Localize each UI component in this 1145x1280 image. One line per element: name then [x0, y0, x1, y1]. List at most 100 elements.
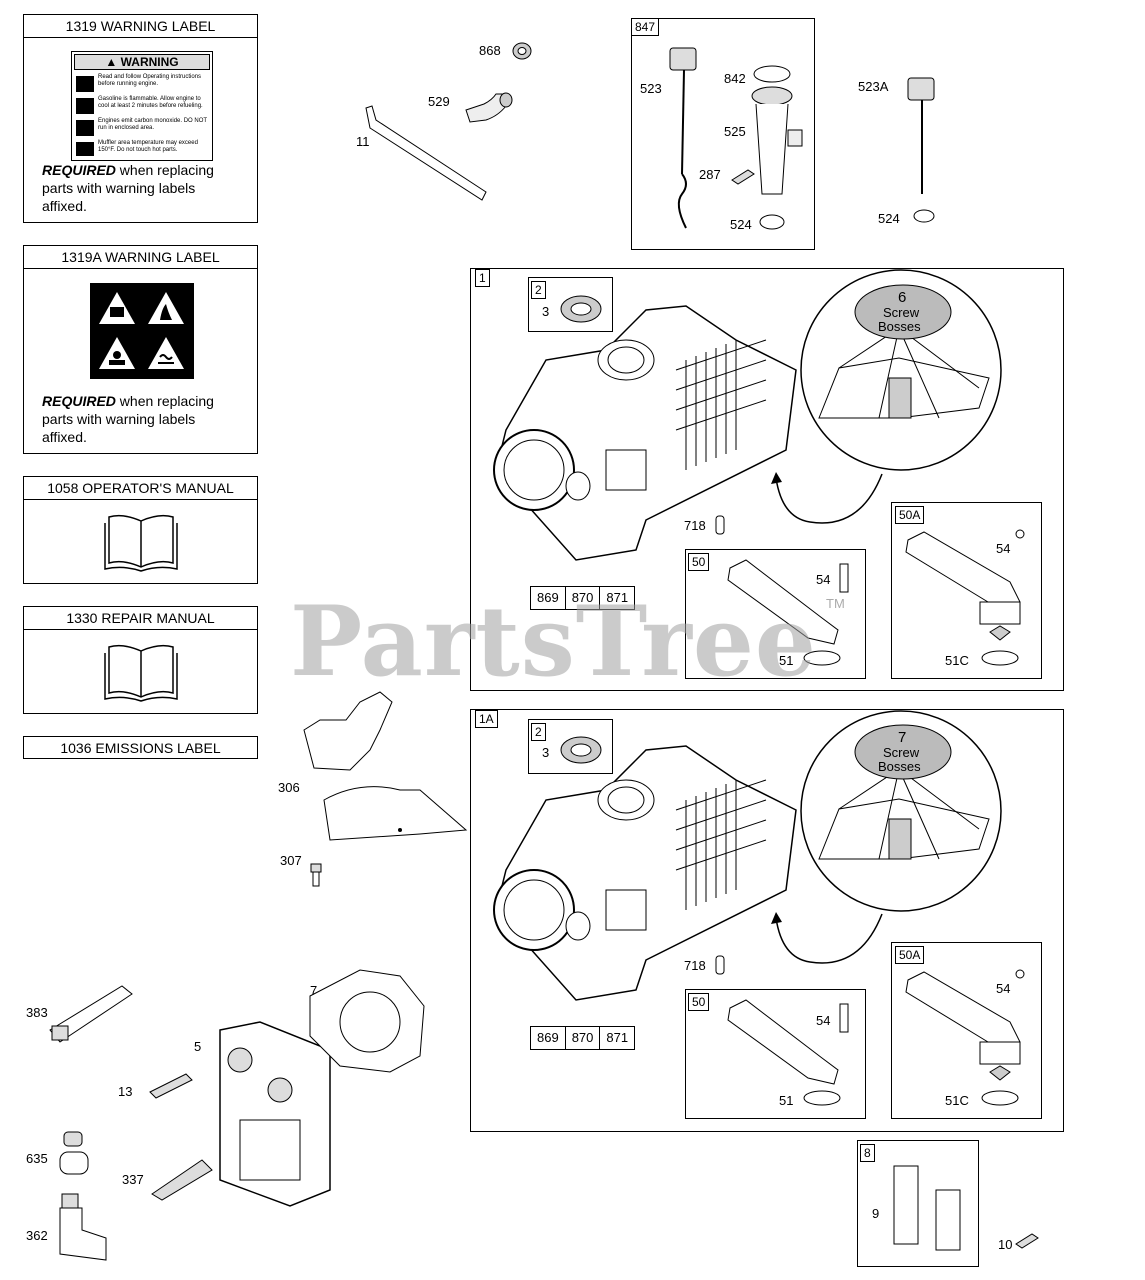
part-label-718: 718 — [684, 518, 706, 533]
hot-surface-icon — [76, 142, 94, 156]
part-label-524b: 524 — [878, 211, 900, 226]
bosses-number-1a: 7 — [898, 729, 907, 746]
flammable-pictogram-icon — [148, 292, 184, 324]
detail-arrow-1a — [771, 912, 883, 964]
block-1a-refs: 869 870 871 — [530, 1026, 636, 1050]
bosses-text-1a: Screw — [883, 305, 920, 320]
ref-871: 871 — [606, 590, 629, 605]
book-icon — [104, 514, 178, 572]
emissions-label-title: 1036 EMISSIONS LABEL — [60, 740, 221, 756]
part-383-valve — [49, 985, 133, 1043]
block-1a-sub2-number: 2 — [531, 723, 546, 741]
part-label-287: 287 — [699, 167, 721, 182]
hot-surface-pictogram-icon — [148, 337, 184, 369]
warning-word: WARNING — [120, 55, 179, 69]
part-label-11: 11 — [356, 134, 370, 149]
bosses-text-1b: Bosses — [878, 319, 921, 334]
warning-sticker: ▲ WARNING Read and follow Operating inst… — [71, 51, 213, 161]
part-label-523a: 523A — [858, 79, 889, 94]
operators-manual-box: 1058 OPERATOR'S MANUAL — [23, 476, 258, 584]
bosses-number-1: 6 — [898, 289, 907, 306]
part-label-383: 383 — [26, 1005, 48, 1020]
screw-bosses-detail-1a — [800, 710, 1002, 912]
part-307-screw — [310, 863, 322, 887]
warning-label-1319a-box: 1319A WARNING LABEL REQUIRED when replac… — [23, 245, 258, 454]
part-label-9: 9 — [872, 1206, 880, 1221]
part-label-54: 54 — [816, 1013, 831, 1028]
screw-bosses-callout-1 — [854, 284, 952, 340]
part-label-635: 635 — [26, 1151, 48, 1166]
part-label-529: 529 — [428, 94, 450, 109]
dipstick-523 — [669, 47, 697, 229]
seal-3-icon — [560, 736, 602, 764]
warning-text-2: Gasoline is flammable. Allow engine to c… — [98, 96, 203, 109]
part-label-307: 307 — [280, 853, 302, 868]
block-1-sub50a-number: 50A — [895, 506, 925, 524]
part-13-bolt — [149, 1073, 193, 1099]
part-label-842: 842 — [724, 71, 746, 86]
group-8-number: 8 — [860, 1144, 875, 1162]
detail-arrow-1 — [771, 472, 883, 524]
repair-manual-box: 1330 REPAIR MANUAL — [23, 606, 258, 714]
warning-triangle-icon: ▲ — [105, 55, 118, 69]
cylinder-block-1 — [493, 305, 797, 561]
warning-text-3: Engines emit carbon monoxide. DO NOT run… — [98, 118, 207, 131]
block-1a-sub50a-number: 50A — [895, 946, 925, 964]
warning-label-1319-title: 1319 WARNING LABEL — [24, 15, 257, 38]
part-label-306: 306 — [278, 780, 300, 795]
governor-arm-50 — [727, 999, 849, 1106]
governor-arm-50a — [905, 529, 1025, 666]
screw-bosses-detail-1 — [800, 269, 1002, 471]
part-306-shroud — [303, 691, 468, 841]
part-label-3: 3 — [542, 304, 550, 319]
ref-870: 870 — [566, 587, 601, 609]
ref-869: 869 — [531, 1027, 566, 1049]
read-manual-pictogram-icon — [99, 292, 135, 324]
part-635-valve-seal — [59, 1131, 89, 1175]
warning-text-1: Read and follow Operating instructions b… — [98, 74, 202, 87]
group-847-number: 847 — [631, 18, 660, 36]
operators-manual-title: 1058 OPERATOR'S MANUAL — [24, 477, 257, 500]
fire-icon — [76, 98, 94, 114]
required-note-1319a: REQUIRED when replacing parts with warni… — [42, 393, 214, 445]
screw-bosses-callout-1a — [854, 724, 952, 780]
part-label-7: 7 — [310, 983, 318, 998]
repair-manual-title: 1330 REPAIR MANUAL — [24, 607, 257, 630]
ref-870: 870 — [566, 1027, 601, 1049]
part-label-3: 3 — [542, 745, 550, 760]
part-label-54a: 54 — [996, 981, 1011, 996]
part-label-54a: 54 — [996, 541, 1011, 556]
block-1a-sub50-number: 50 — [688, 993, 710, 1011]
part-7-gasket — [309, 969, 425, 1073]
part-label-362: 362 — [26, 1228, 48, 1243]
part-label-524: 524 — [730, 217, 752, 232]
part-label-51: 51 — [779, 1093, 794, 1108]
block-1-sub2-number: 2 — [531, 281, 546, 299]
partstree-watermark: PartsTree — [290, 585, 817, 698]
block-1-number: 1 — [475, 269, 490, 287]
block-1-sub50-number: 50 — [688, 553, 710, 571]
part-5-cylinder-head — [219, 1021, 331, 1207]
part-label-5: 5 — [194, 1039, 202, 1054]
warning-text-4: Muffler area temperature may exceed 150°… — [98, 140, 198, 153]
part-10-screw — [1015, 1233, 1039, 1249]
block-1a-number: 1A — [475, 710, 498, 728]
bosses-text-1a-a: Screw — [883, 745, 920, 760]
warning-label-1319-box: 1319 WARNING LABEL ▲ WARNING Read and fo… — [23, 14, 258, 223]
part-label-525: 525 — [724, 124, 746, 139]
part-label-868: 868 — [479, 43, 501, 58]
emissions-label-box: 1036 EMISSIONS LABEL — [23, 736, 258, 759]
part-label-51c: 51C — [945, 1093, 969, 1108]
part-label-54: 54 — [816, 572, 831, 587]
part-label-51: 51 — [779, 653, 794, 668]
warning-header: ▲ WARNING — [74, 54, 210, 70]
dowel-718-icon — [715, 955, 725, 975]
manual-icon — [76, 76, 94, 92]
part-label-523: 523 — [640, 81, 662, 96]
screw-287 — [731, 169, 755, 185]
part-362-fitting — [59, 1193, 107, 1261]
bosses-text-1a-b: Bosses — [878, 759, 921, 774]
trademark-mark: TM — [826, 596, 845, 611]
seal-3-icon — [560, 295, 602, 323]
part-label-337: 337 — [122, 1172, 144, 1187]
